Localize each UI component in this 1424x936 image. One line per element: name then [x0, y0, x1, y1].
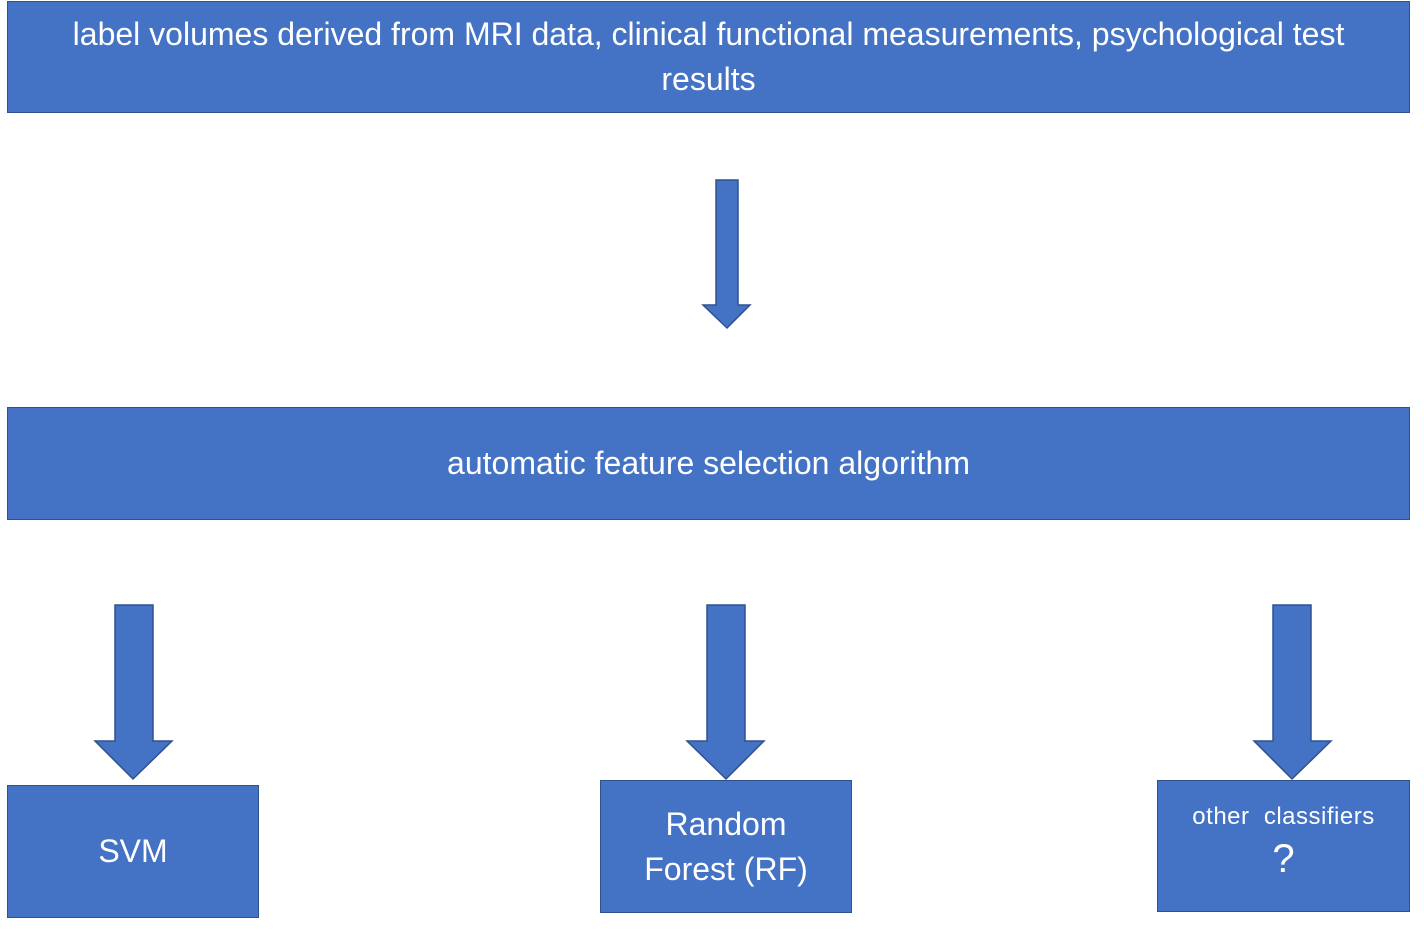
feature-selection-label: automatic feature selection algorithm [447, 445, 970, 481]
random-forest-box: Random Forest (RF) [600, 780, 852, 913]
question-mark: ? [1272, 837, 1295, 881]
random-forest-label-line-2: Forest (RF) [644, 850, 808, 887]
arrow-to-random-forest [685, 604, 766, 781]
feature-selection-box: automatic feature selection algorithm [7, 407, 1410, 520]
arrow-to-other-classifiers [1252, 604, 1333, 781]
input-data-box: label volumes derived from MRI data, cli… [7, 1, 1410, 113]
svm-box: SVM [7, 785, 259, 918]
svm-label: SVM [98, 833, 168, 869]
input-data-line-2: results [661, 61, 756, 97]
arrow-input-to-selection [701, 179, 752, 330]
random-forest-label-line-1: Random [665, 805, 787, 842]
arrow-to-svm [93, 604, 174, 781]
input-data-line-1: label volumes derived from MRI data, cli… [72, 16, 1345, 52]
other-classifiers-box: other classifiers ? [1157, 780, 1410, 912]
other-classifiers-label: other classifiers [1192, 803, 1375, 830]
